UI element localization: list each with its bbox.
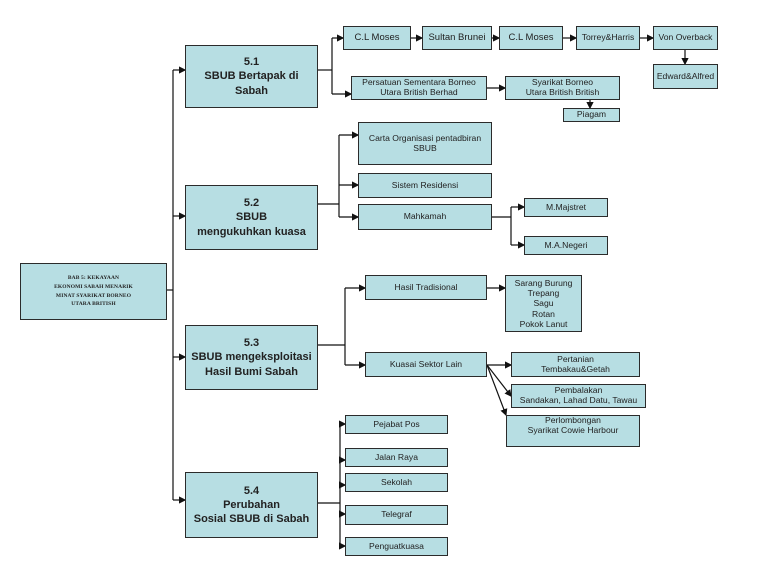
node-pembalakan: Pembalakan Sandakan, Lahad Datu, Tawau xyxy=(511,384,646,408)
node-pertanian: Pertanian Tembakau&Getah xyxy=(511,352,640,377)
node-m-a-negeri: M.A.Negeri xyxy=(524,236,608,255)
node-piagam: Piagam xyxy=(563,108,620,122)
node-torrey-harris: Torrey&Harris xyxy=(576,26,640,50)
node-kuasai-sektor-lain: Kuasai Sektor Lain xyxy=(365,352,487,377)
node-sultan-brunei: Sultan Brunei xyxy=(422,26,492,50)
node-jalan-raya: Jalan Raya xyxy=(345,448,448,467)
node-cl-moses-1: C.L Moses xyxy=(343,26,411,50)
connector xyxy=(486,364,508,417)
node-sistem-residensi: Sistem Residensi xyxy=(358,173,492,198)
node-penguatkuasa: Penguatkuasa xyxy=(345,537,448,556)
section-5-2: 5.2 SBUB mengukuhkan kuasa xyxy=(185,185,318,250)
section-5-3: 5.3 SBUB mengeksploitasi Hasil Bumi Saba… xyxy=(185,325,318,390)
node-carta-organisasi: Carta Organisasi pentadbiran SBUB xyxy=(358,122,492,165)
connector xyxy=(486,364,512,397)
node-telegraf: Telegraf xyxy=(345,505,448,525)
node-perlombongan: Perlombongan Syarikat Cowie Harbour xyxy=(506,415,640,447)
section-5-4: 5.4 Perubahan Sosial SBUB di Sabah xyxy=(185,472,318,538)
node-persatuan: Persatuan Sementara Borneo Utara British… xyxy=(351,76,487,100)
root-node: BAB 5: KEKAYAAN EKONOMI SABAH MENARIK MI… xyxy=(20,263,167,320)
node-hasil-tradisional: Hasil Tradisional xyxy=(365,275,487,300)
node-von-overback: Von Overback xyxy=(653,26,718,50)
node-sekolah: Sekolah xyxy=(345,473,448,492)
node-m-majstret: M.Majstret xyxy=(524,198,608,217)
node-mahkamah: Mahkamah xyxy=(358,204,492,230)
section-5-1: 5.1 SBUB Bertapak di Sabah xyxy=(185,45,318,108)
node-pejabat-pos: Pejabat Pos xyxy=(345,415,448,434)
node-hasil-items: Sarang Burung Trepang Sagu Rotan Pokok L… xyxy=(505,275,582,332)
node-cl-moses-2: C.L Moses xyxy=(499,26,563,50)
node-syarikat: Syarikat Borneo Utara British British xyxy=(505,76,620,100)
node-edward-alfred: Edward&Alfred xyxy=(653,64,718,89)
